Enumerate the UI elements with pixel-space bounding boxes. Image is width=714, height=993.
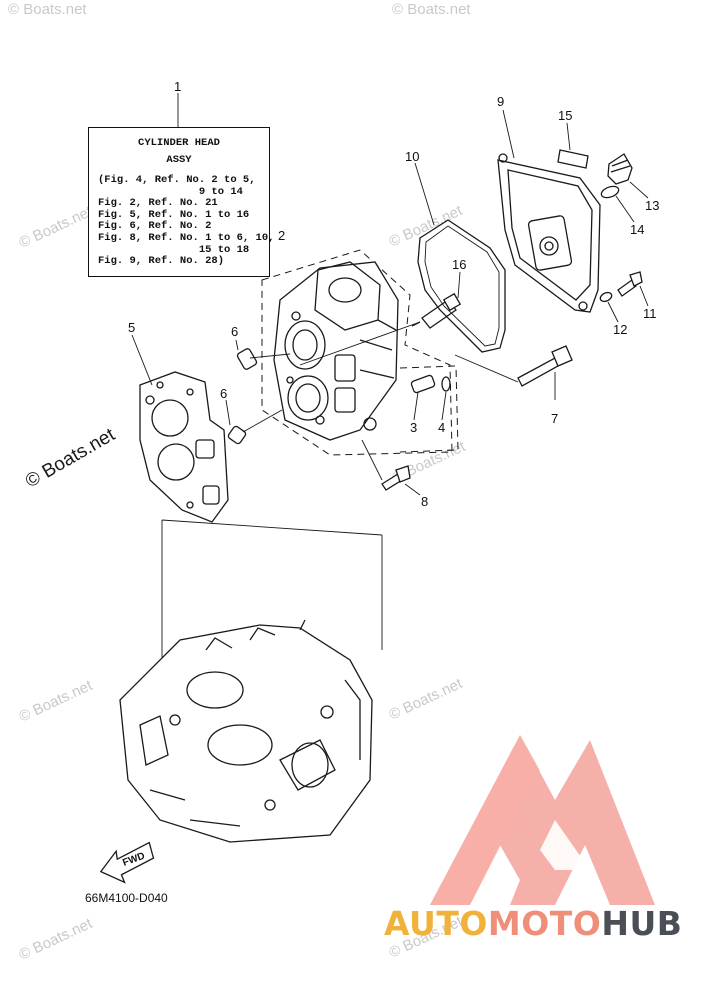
callout-6: 6 [231, 324, 238, 339]
callout-2: 2 [278, 228, 285, 243]
reference-line: 9 to 14 [98, 185, 243, 198]
callout-6: 6 [220, 386, 227, 401]
reference-box-title: CYLINDER HEAD [138, 137, 220, 149]
brand-part-auto: AUTO [384, 904, 488, 943]
watermark-text: © Boats.net [392, 1, 471, 18]
reference-line: Fig. 9, Ref. No. 28) [98, 255, 225, 268]
watermark-text: © Boats.net [17, 203, 96, 252]
bolt-part [361, 439, 421, 496]
callout-7: 7 [551, 411, 558, 426]
watermark-text: © Boats.net [17, 677, 96, 726]
anode-part [399, 365, 459, 453]
callout-5: 5 [128, 320, 135, 335]
watermark-text: © Boats.net [17, 915, 96, 964]
watermark-text: © Boats.net [8, 1, 87, 18]
dowel-pin-part [225, 339, 291, 445]
cover-gasket-part [414, 162, 506, 353]
watermark-text: © Boats.net [22, 424, 119, 492]
callout-14: 14 [630, 222, 644, 237]
o-ring-part [600, 185, 635, 223]
reference-line: Fig. 5, Ref. No. 1 to 16 [98, 208, 250, 221]
brand-part-hub: HUB [601, 904, 683, 943]
label-plate-part [557, 122, 589, 169]
callout-11: 11 [643, 306, 657, 321]
callout-4: 4 [438, 420, 445, 435]
brand-part-moto: MOTO [487, 904, 602, 943]
reference-line: (Fig. 4, Ref. No. 2 to 5, [98, 174, 256, 186]
callout-12: 12 [613, 322, 627, 337]
watermark-text: © Boats.net [387, 675, 466, 724]
head-cover-part [497, 109, 601, 313]
callout-1: 1 [174, 79, 181, 94]
reference-line: Fig. 6, Ref. No. 2 [98, 220, 212, 233]
callout-15: 15 [558, 108, 572, 123]
callout-13: 13 [645, 198, 659, 213]
head-gasket-part [131, 334, 229, 523]
callout-10: 10 [405, 149, 419, 164]
automotohub-logo-icon [430, 735, 655, 905]
engine-block-part [119, 619, 373, 843]
callout-8: 8 [421, 494, 428, 509]
fwd-arrow-icon: FWD [99, 841, 155, 884]
reference-box: CYLINDER HEAD ASSY (Fig. 4, Ref. No. 2 t… [88, 127, 275, 277]
spark-plug-part [299, 271, 462, 366]
bolt-part [617, 271, 649, 307]
reference-line: Fig. 8, Ref. No. 1 to 6, 10, [98, 231, 275, 244]
callout-9: 9 [497, 94, 504, 109]
callout-3: 3 [410, 420, 417, 435]
callouts: 1 2 3 4 5 6 6 7 8 9 10 11 12 13 14 15 16 [128, 79, 659, 509]
oil-filler-cap-part [607, 153, 649, 199]
callout-16: 16 [452, 257, 466, 272]
drawing-code: 66M4100-D040 [85, 891, 168, 905]
bolt-part [454, 345, 573, 400]
washer-part [599, 291, 619, 323]
reference-line: Fig. 2, Ref. No. 21 [98, 197, 218, 210]
reference-line: 15 to 18 [98, 243, 250, 256]
reference-box-subtitle: ASSY [166, 154, 192, 166]
grommet-part [441, 376, 451, 421]
cylinder-head-part [261, 249, 453, 456]
brand-wordmark: AUTOMOTOHUB [384, 904, 682, 944]
